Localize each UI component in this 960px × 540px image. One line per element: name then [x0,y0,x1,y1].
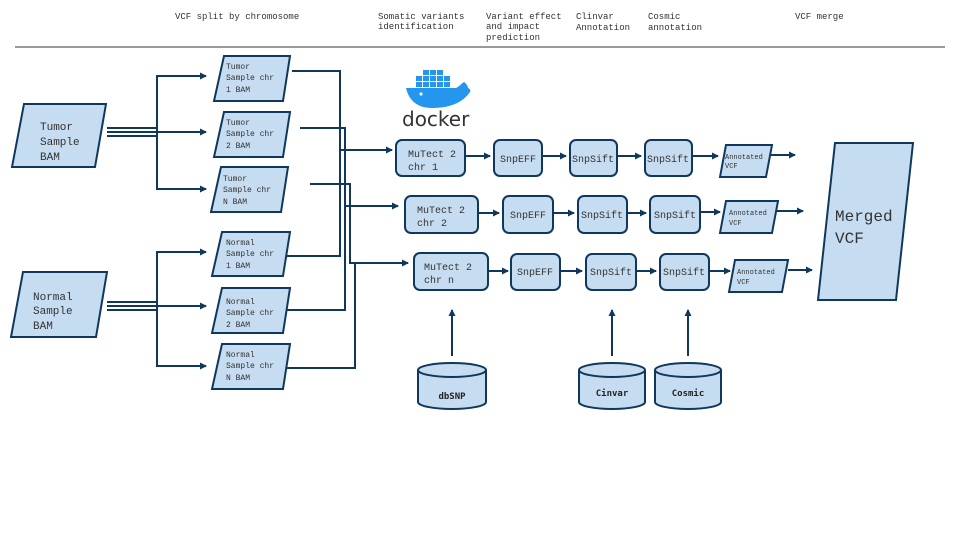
mutect-chrn: MuTect 2 chr n [413,252,489,291]
header-cosmic: Cosmic annotation [648,12,702,33]
svg-text:SnpSift: SnpSift [647,154,689,166]
svg-text:SnpSift: SnpSift [572,154,614,166]
header-somatic: Somatic variants identification [378,12,470,32]
svg-text:SnpSift: SnpSift [663,267,705,279]
snpsift-cosmic-row-3: SnpSift [659,253,710,291]
docker-wordmark: docker [402,107,470,131]
svg-text:Cosmic: Cosmic [672,388,705,399]
snpeff-row-3: SnpEFF [510,253,561,291]
svg-text:Cinvar: Cinvar [596,388,629,399]
docker-logo: docker [402,70,471,131]
svg-text:Tumor Sample chr N: Tumor Sample chr N BAM [223,175,276,207]
chr-bam-normal-1: Normal Sample chr 1 BAM [210,231,292,277]
svg-text:MuTect 2 chr n: MuTect 2 chr n [424,263,478,287]
svg-text:SnpSift: SnpSift [654,210,696,222]
svg-text:Normal Sample BAM: Normal Sample BAM [33,292,79,333]
snpsift-clinvar-row-2: SnpSift [577,195,628,234]
header-merge: VCF merge [795,12,844,22]
svg-text:Normal Sample chr: Normal Sample chr N BAM [226,351,279,383]
tumor-bam-input: Tumor Sample BAM [10,103,108,168]
pipeline-row-2: MuTect 2 chr 2 SnpEFF SnpSift SnpSift An… [404,195,780,234]
svg-text:SnpSift: SnpSift [590,267,632,279]
svg-text:MuTect 2 chr 2: MuTect 2 chr 2 [417,206,471,230]
svg-text:SnpEFF: SnpEFF [510,211,546,222]
stage-headers: VCF split by chromosome Somatic variants… [15,12,945,48]
svg-text:SnpSift: SnpSift [581,210,623,222]
svg-text:MuTect 2 chr 1: MuTect 2 chr 1 [408,150,462,174]
snpeff-row-2: SnpEFF [502,195,554,234]
svg-text:Tumor Sample chr 1: Tumor Sample chr 1 BAM [226,63,279,95]
header-effect: Variant effect and impact prediction [486,12,567,43]
chr-bam-tumor-1: Tumor Sample chr 1 BAM [212,55,292,102]
svg-text:Tumor Sample BAM: Tumor Sample BAM [40,122,86,164]
annotated-vcf-row-3: Annotated VCF [727,259,790,293]
annotated-vcf-row-2: Annotated VCF [718,200,780,234]
svg-text:SnpEFF: SnpEFF [517,268,553,279]
chr-bam-normal-2: Normal Sample chr 2 BAM [210,287,292,334]
svg-text:Normal Sample chr: Normal Sample chr 2 BAM [226,298,279,330]
header-split: VCF split by chromosome [175,12,299,22]
svg-text:Tumor Sample chr 2: Tumor Sample chr 2 BAM [226,119,279,151]
clinvar-database: Cinvar [578,362,646,410]
snpsift-clinvar-row-3: SnpSift [585,253,637,291]
svg-text:dbSNP: dbSNP [438,392,466,402]
header-clinvar: Clinvar Annotation [576,12,630,33]
cosmic-database: Cosmic [654,362,722,410]
merged-vcf: Merged VCF [816,142,915,301]
pipeline-row-1: MuTect 2 chr 1 SnpEFF SnpSift SnpSift An… [395,139,774,178]
svg-text:Annotated VCF: Annotated VCF [729,210,771,228]
normal-bam-input: Normal Sample BAM [9,271,109,338]
chr-bam-tumor-2: Tumor Sample chr 2 BAM [212,111,292,158]
pipeline-row-3: MuTect 2 chr n SnpEFF SnpSift SnpSift An… [413,252,790,293]
mutect-chr1: MuTect 2 chr 1 [395,139,466,177]
svg-text:Merged VCF: Merged VCF [835,208,902,248]
svg-text:Annotated VCF: Annotated VCF [737,269,779,287]
chr-bam-tumor-n: Tumor Sample chr N BAM [209,166,290,213]
snpsift-cosmic-row-1: SnpSift [644,139,693,177]
svg-text:Annotated VCF: Annotated VCF [725,154,767,171]
annotated-vcf-row-1: Annotated VCF [718,144,774,178]
dbsnp-database: dbSNP [417,362,487,410]
snpsift-clinvar-row-1: SnpSift [569,139,618,177]
snpsift-cosmic-row-2: SnpSift [649,195,701,234]
snpeff-row-1: SnpEFF [493,139,543,177]
mutect-chr2: MuTect 2 chr 2 [404,195,479,234]
svg-text:Normal Sample chr: Normal Sample chr 1 BAM [226,239,279,271]
chr-bam-normal-n: Normal Sample chr N BAM [210,343,292,390]
svg-text:SnpEFF: SnpEFF [500,155,536,166]
docker-whale-icon [406,70,471,108]
connectors [107,70,813,370]
